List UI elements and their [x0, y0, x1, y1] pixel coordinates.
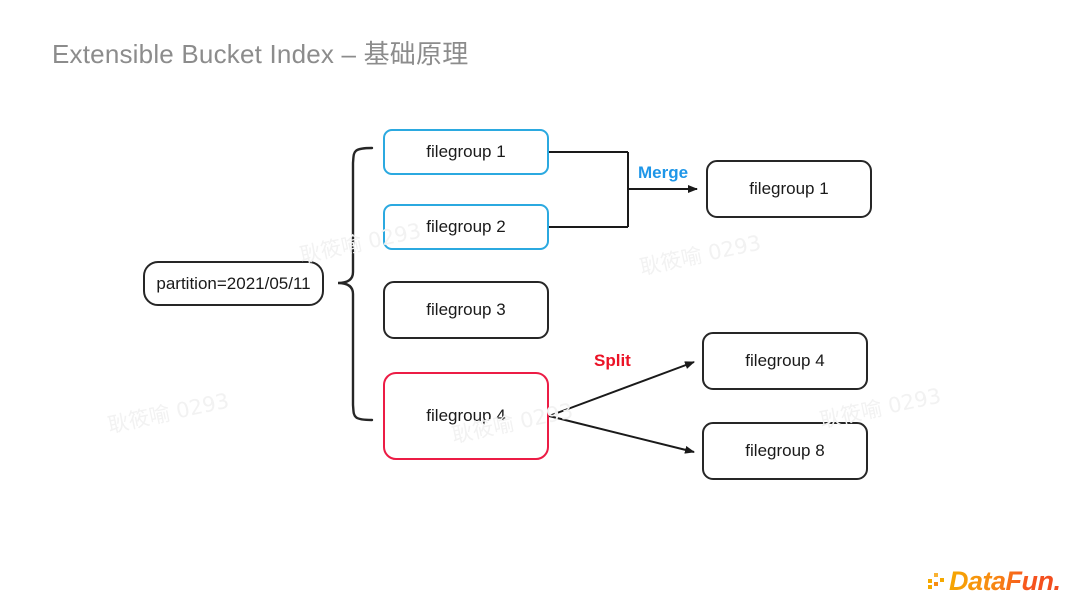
node-filegroup-4[interactable]: filegroup 4: [383, 372, 549, 460]
grouping-brace: [337, 146, 374, 422]
logo-dots-icon: [928, 573, 944, 589]
node-filegroup-1[interactable]: filegroup 1: [383, 129, 549, 175]
node-split-result-filegroup-8[interactable]: filegroup 8: [702, 422, 868, 480]
node-split-result-filegroup-4[interactable]: filegroup 4: [702, 332, 868, 390]
edge-label-merge: Merge: [638, 163, 689, 182]
datafun-logo: DataFun.: [928, 566, 1061, 596]
edge-label-split: Split: [594, 351, 631, 370]
node-partition[interactable]: partition=2021/05/11: [143, 261, 324, 306]
node-filegroup-3[interactable]: filegroup 3: [383, 281, 549, 339]
node-merge-result-filegroup-1[interactable]: filegroup 1: [706, 160, 872, 218]
node-filegroup-2[interactable]: filegroup 2: [383, 204, 549, 250]
page-title: Extensible Bucket Index – 基础原理: [52, 39, 469, 69]
logo-wordmark: DataFun.: [949, 565, 1061, 596]
